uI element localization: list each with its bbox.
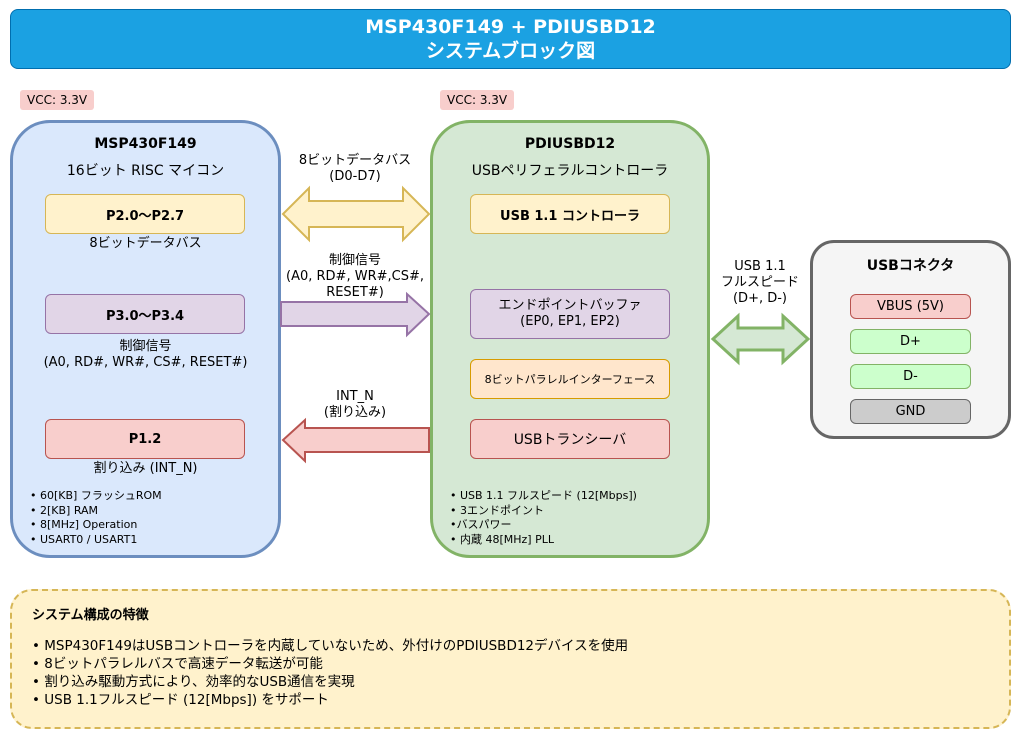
port-p3: P3.0〜P3.4: [45, 294, 245, 334]
label-line: 制御信号: [328, 253, 381, 268]
label-line: RESET#): [326, 285, 384, 300]
label-line: USB 1.1: [734, 259, 786, 274]
caption-line: 8ビットデータバス: [89, 236, 202, 251]
feature-item: • 割り込み駆動方式により、効率的なUSB通信を実現: [32, 674, 355, 690]
label-line: フルスピード: [720, 275, 799, 290]
data-bus-label: 8ビットデータバス (D0-D7): [280, 153, 430, 185]
interrupt-label: INT_N (割り込み): [280, 389, 430, 421]
module-label: USB 1.1 コントローラ: [500, 208, 640, 224]
module-label: USBトランシーバ: [513, 432, 627, 448]
usb-controller-specs: • USB 1.1 フルスピード (12[Mbps]) • 3エンドポイント •…: [450, 489, 700, 547]
mcu-subtitle: 16ビット RISC マイコン: [66, 163, 225, 179]
label-line: INT_N: [336, 389, 374, 404]
spec-item: •バスパワー: [450, 518, 512, 531]
module-label: 8ビットパラレルインターフェース: [484, 373, 656, 386]
pin-dminus: D-: [850, 364, 971, 389]
module-usb-controller: USB 1.1 コントローラ: [470, 194, 670, 234]
spec-item: • 2[KB] RAM: [30, 503, 99, 517]
usb-controller-subtitle: USBペリフェラルコントローラ: [471, 163, 669, 179]
feature-item: • 8ビットパラレルバスで高速データ転送が可能: [32, 656, 323, 672]
pin-gnd: GND: [850, 399, 971, 424]
mcu-vcc-label: VCC: 3.3V: [20, 90, 95, 110]
spec-item: • USART0 / USART1: [30, 532, 138, 546]
spec-item: • 3エンドポイント: [450, 503, 544, 517]
features-list: • MSP430F149はUSBコントローラを内蔵していないため、外付けのPDI…: [32, 637, 628, 709]
label-line: (D0-D7): [329, 169, 381, 184]
usb-link-label: USB 1.1 フルスピード (D+, D-): [705, 259, 815, 307]
features-title: システム構成の特徴: [32, 608, 149, 623]
feature-item: • MSP430F149はUSBコントローラを内蔵していないため、外付けのPDI…: [32, 638, 629, 654]
usb-connector-name: USBコネクタ: [866, 258, 955, 274]
interrupt-arrow: [281, 417, 430, 464]
label-line: (A0, RD#, WR#,CS#,: [286, 269, 424, 284]
title-line-2: システムブロック図: [425, 40, 596, 62]
spec-item: • 内蔵 48[MHz] PLL: [450, 532, 554, 546]
title-line-1: MSP430F149 + PDIUSBD12: [365, 16, 656, 38]
usb-controller-block: [430, 120, 710, 558]
spec-item: • 60[KB] フラッシュROM: [30, 489, 162, 502]
spec-item: • USB 1.1 フルスピード (12[Mbps]): [450, 489, 637, 502]
pin-dplus: D+: [850, 329, 971, 354]
control-signal-arrow: [280, 291, 431, 338]
caption-line: 制御信号: [119, 339, 172, 354]
port-p1: P1.2: [45, 419, 245, 459]
control-signal-label: 制御信号 (A0, RD#, WR#,CS#, RESET#): [280, 253, 430, 301]
port-p2: P2.0〜P2.7: [45, 194, 245, 234]
port-p3-caption: 制御信号 (A0, RD#, WR#, CS#, RESET#): [10, 339, 281, 371]
module-label: エンドポイントバッファ: [498, 298, 642, 313]
module-usb-transceiver: USBトランシーバ: [470, 419, 670, 459]
caption-line: 割り込み (INT_N): [93, 461, 198, 476]
feature-item: • USB 1.1フルスピード (12[Mbps]) をサポート: [32, 692, 329, 708]
module-parallel-interface: 8ビットパラレルインターフェース: [470, 359, 670, 399]
pin-vbus: VBUS (5V): [850, 294, 971, 319]
mcu-name: MSP430F149: [94, 136, 197, 152]
module-endpoint-buffer: エンドポイントバッファ (EP0, EP1, EP2): [470, 289, 670, 339]
features-panel: [10, 589, 1011, 729]
port-p2-caption: 8ビットデータバス: [10, 236, 281, 252]
usb-controller-name: PDIUSBD12: [524, 136, 616, 152]
mcu-block: [10, 120, 281, 558]
caption-line: (A0, RD#, WR#, CS#, RESET#): [43, 355, 248, 370]
usb-link-arrow: [710, 312, 811, 366]
label-line: (割り込み): [323, 405, 387, 420]
label-line: 8ビットデータバス: [298, 153, 412, 168]
module-label: (EP0, EP1, EP2): [520, 314, 620, 329]
label-line: (D+, D-): [732, 291, 787, 306]
data-bus-arrow: [281, 185, 431, 243]
mcu-specs: • 60[KB] フラッシュROM • 2[KB] RAM • 8[MHz] O…: [30, 489, 270, 547]
diagram-title: MSP430F149 + PDIUSBD12 システムブロック図: [10, 9, 1011, 69]
port-p1-caption: 割り込み (INT_N): [10, 461, 281, 477]
spec-item: • 8[MHz] Operation: [30, 518, 138, 531]
usb-vcc-label: VCC: 3.3V: [440, 90, 515, 110]
